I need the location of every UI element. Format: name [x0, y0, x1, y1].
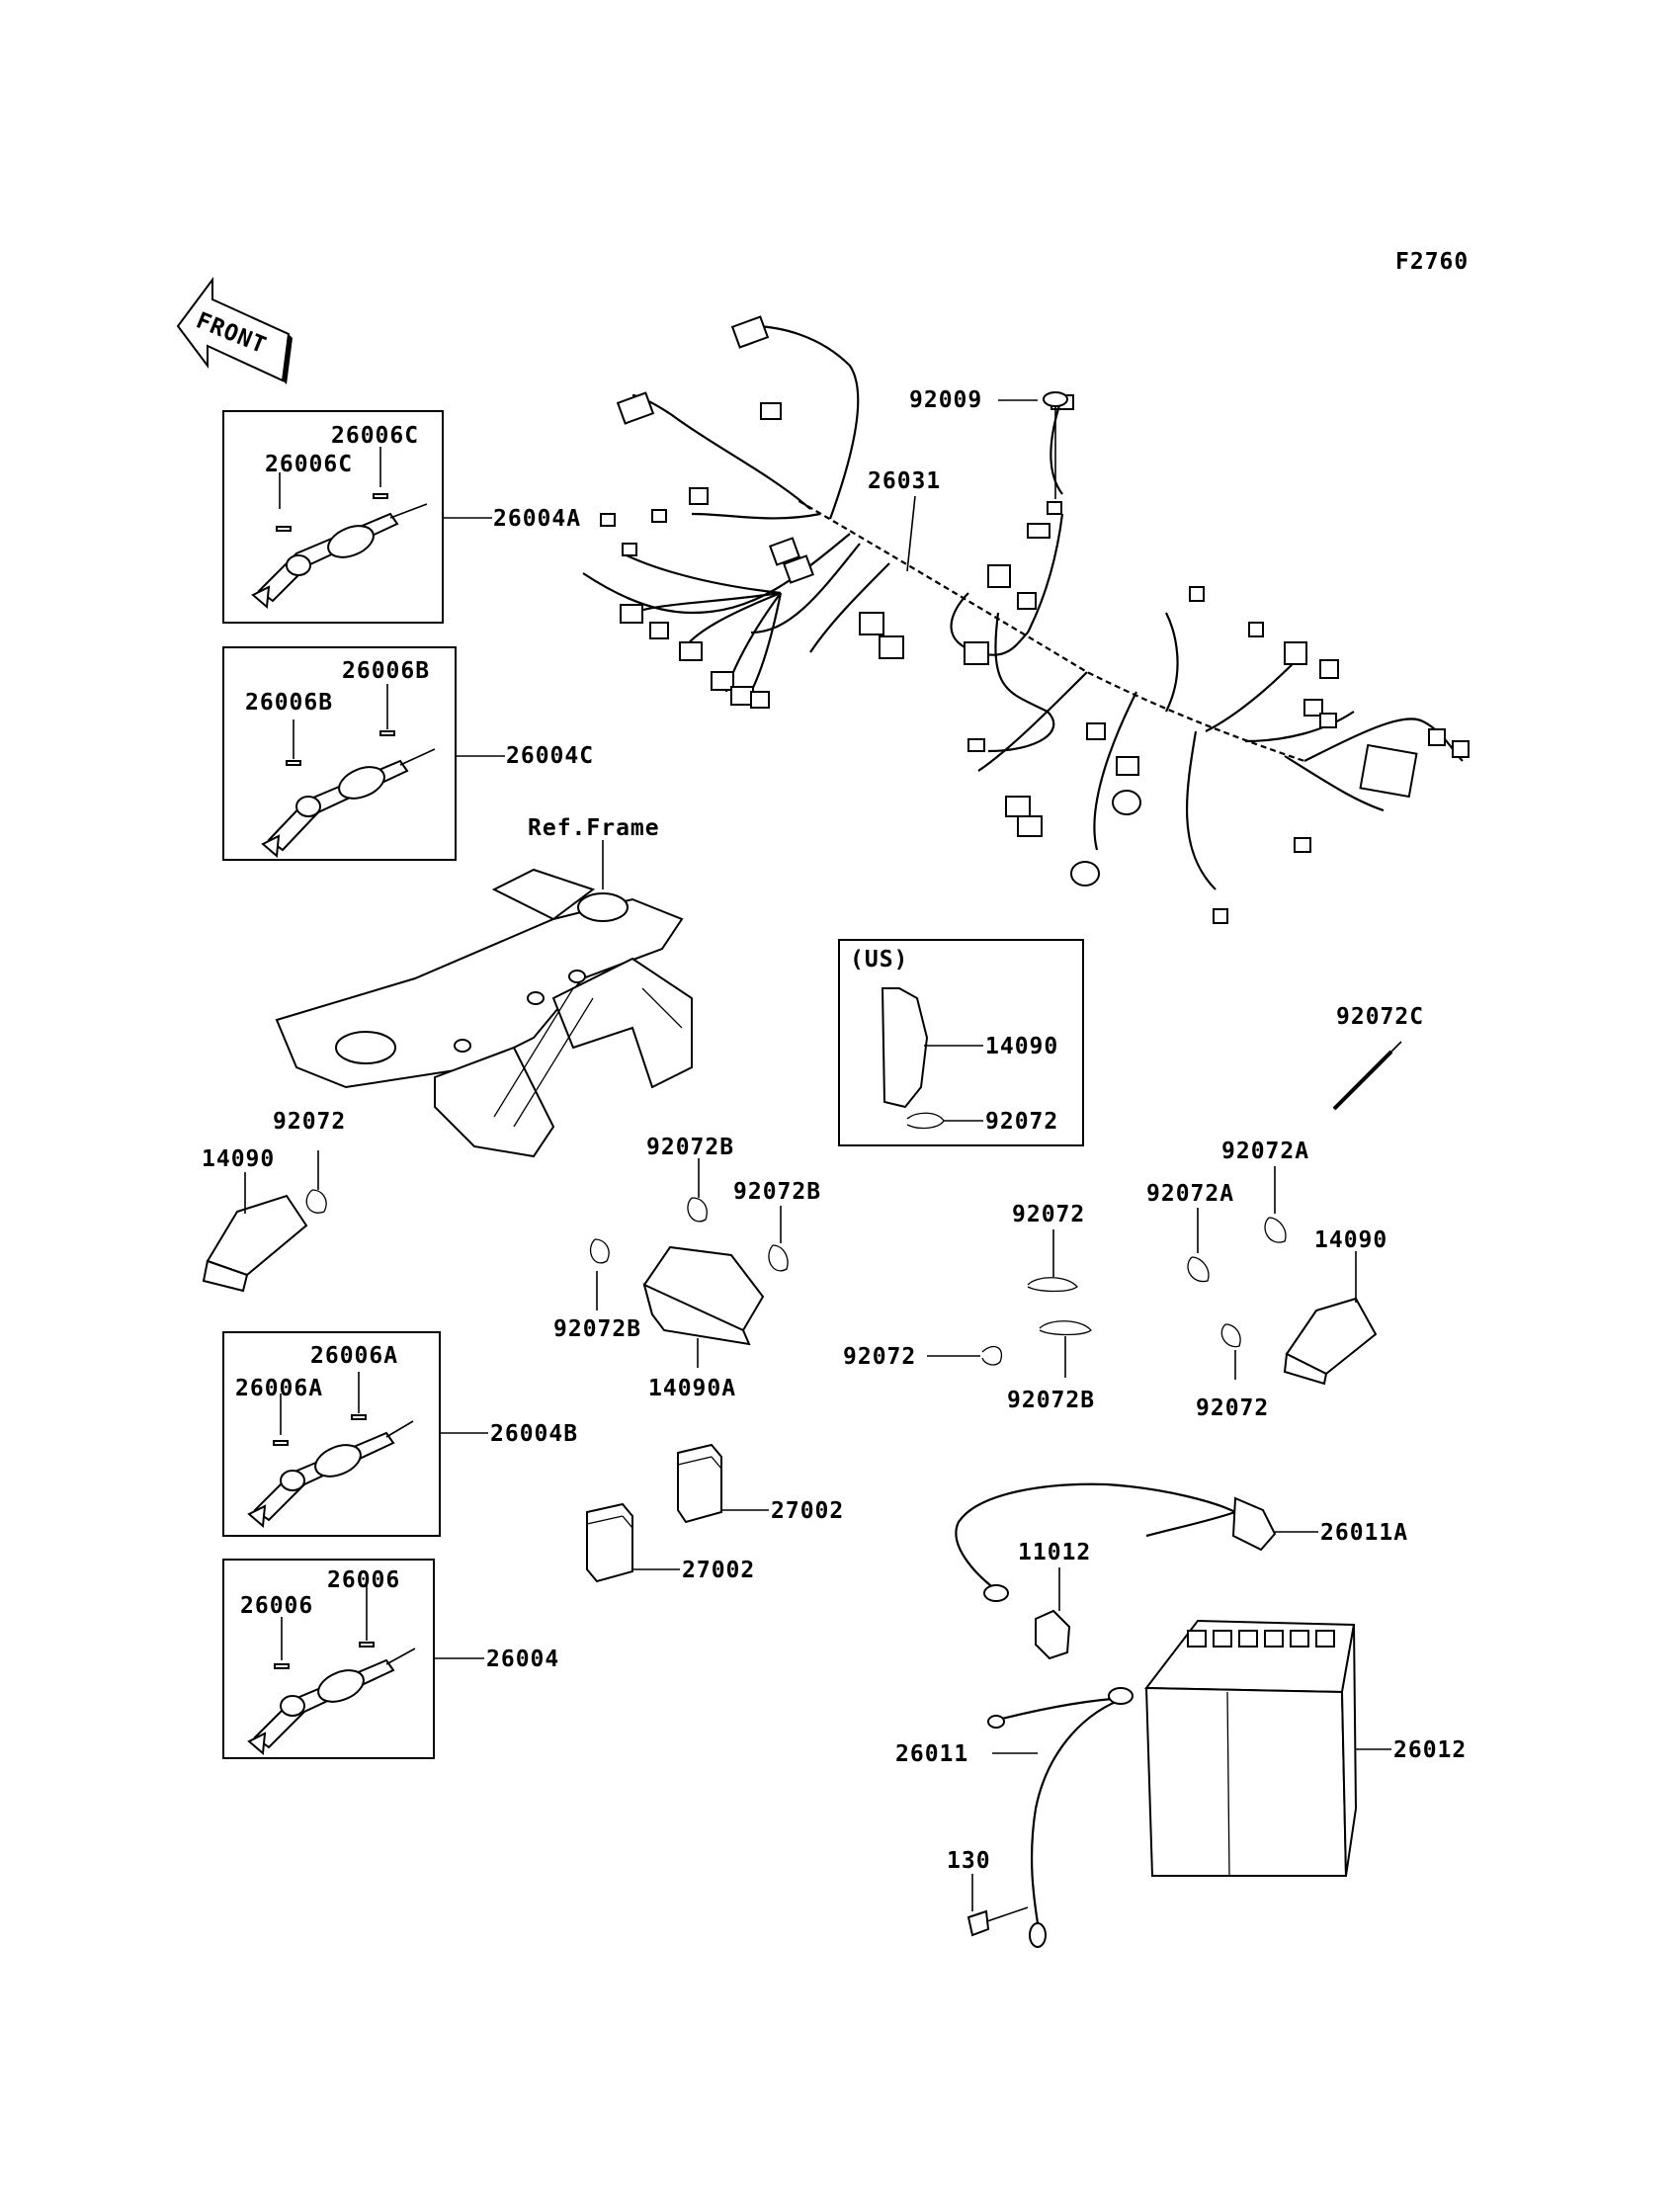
figure-code: F2760	[1395, 249, 1469, 275]
callout-26012: 26012	[1393, 1737, 1467, 1763]
cover-14090-left	[202, 1150, 327, 1293]
callout-92072-us: 92072	[985, 1109, 1058, 1135]
battery-cable-26011A	[955, 1482, 1318, 1602]
fuse-holder-icon	[247, 1414, 414, 1529]
clamps-center	[927, 1229, 1092, 1378]
callout-26004: 26004	[486, 1647, 559, 1672]
callout-130: 130	[947, 1848, 991, 1874]
battery-cable-26011	[987, 1687, 1134, 1948]
lead-wire-box-26004	[222, 1559, 484, 1759]
callout-14090-left: 14090	[202, 1146, 275, 1172]
relay-icon	[677, 1443, 769, 1524]
callout-92072A-mid: 92072A	[1146, 1181, 1234, 1207]
callout-26011A: 26011A	[1320, 1520, 1408, 1546]
bolt-icon	[966, 1874, 1029, 1937]
callout-26004A: 26004A	[493, 506, 581, 532]
fuse-holder-icon	[251, 493, 428, 610]
callout-26004C: 26004C	[506, 743, 594, 769]
screw-icon	[1043, 391, 1068, 499]
callout-26031: 26031	[868, 468, 941, 494]
callout-92009: 92009	[909, 387, 982, 413]
callout-92072B-top: 92072B	[646, 1135, 734, 1160]
callout-27002-b: 27002	[682, 1558, 755, 1583]
callout-26006-a: 26006	[240, 1593, 313, 1619]
us-variant-box	[838, 939, 1084, 1146]
callout-92072-mid-top: 92072	[1012, 1202, 1085, 1227]
fuse-holder-icon	[247, 1642, 416, 1756]
callout-26006B-b: 26006B	[342, 658, 430, 684]
callout-26006B-a: 26006B	[245, 690, 333, 716]
callout-26006C-b: 26006C	[331, 423, 419, 449]
callout-26006A-a: 26006A	[235, 1376, 323, 1401]
callout-14090A: 14090A	[648, 1376, 736, 1401]
cover-14090A	[590, 1158, 789, 1368]
region-label: (US)	[850, 947, 908, 972]
lead-wire-box-26004A	[222, 410, 492, 624]
callout-11012: 11012	[1018, 1540, 1091, 1565]
main-wiring-harness	[582, 315, 1470, 924]
callout-92072C: 92072C	[1336, 1004, 1424, 1030]
callout-26004B: 26004B	[490, 1421, 578, 1447]
relay-icon	[586, 1502, 680, 1583]
battery-26012	[1144, 1619, 1391, 1877]
callout-92072-right: 92072	[1196, 1395, 1269, 1421]
callout-92072-left: 92072	[273, 1109, 346, 1135]
lead-wire-box-26004B	[222, 1331, 488, 1537]
fuse-holder-icon	[261, 730, 436, 859]
callout-14090-right: 14090	[1314, 1227, 1387, 1253]
cable-tie-icon	[1332, 1041, 1402, 1111]
callout-26006-b: 26006	[327, 1567, 400, 1593]
callout-92072B-left: 92072B	[553, 1316, 641, 1342]
ref-frame-label: Ref.Frame	[528, 815, 660, 841]
callout-26006A-b: 26006A	[310, 1343, 398, 1369]
callout-26006C-a: 26006C	[265, 452, 353, 477]
front-arrow: FRONT	[176, 276, 293, 384]
callout-14090-us: 14090	[985, 1034, 1058, 1059]
callout-92072-mid-left: 92072	[843, 1344, 916, 1370]
callout-92072B-mid: 92072B	[1007, 1388, 1095, 1413]
lead-wire-box-26004C	[222, 646, 505, 861]
callout-27002-a: 27002	[771, 1498, 844, 1524]
callout-92072B-right: 92072B	[733, 1179, 821, 1205]
frame-icon	[275, 868, 693, 1158]
callout-92072A-top: 92072A	[1221, 1139, 1309, 1164]
terminal-cap-11012	[1035, 1567, 1071, 1660]
callout-26011: 26011	[895, 1741, 968, 1767]
cover-14090-right	[1187, 1166, 1378, 1386]
